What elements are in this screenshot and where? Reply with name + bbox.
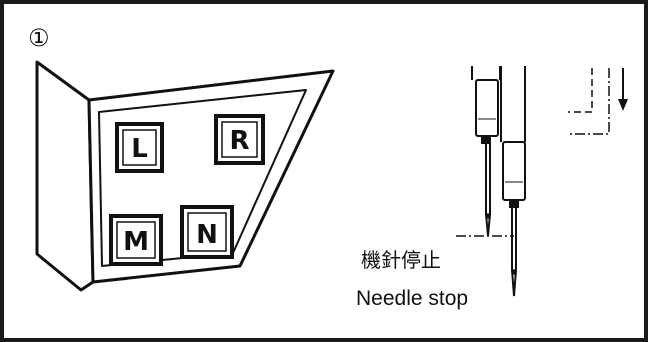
key-n-label: N [196, 220, 218, 250]
arrow-down-icon [618, 68, 628, 111]
key-l-label: L [131, 134, 148, 164]
needle-left [471, 66, 501, 237]
key-m-label: M [123, 227, 149, 257]
needle-stop-label-cn: 機針停止 [361, 248, 441, 272]
needle-right [500, 66, 526, 297]
key-n[interactable]: N [180, 205, 234, 259]
needle-stop-label-en: Needle stop [356, 287, 469, 310]
figure-number: ① [28, 24, 50, 52]
key-r-label: R [229, 126, 249, 156]
key-m[interactable]: M [109, 214, 163, 266]
key-r[interactable]: R [214, 114, 265, 165]
diagram-artwork: L R M N [35, 60, 628, 297]
motion-indicator [568, 68, 610, 135]
key-l[interactable]: L [115, 122, 164, 173]
